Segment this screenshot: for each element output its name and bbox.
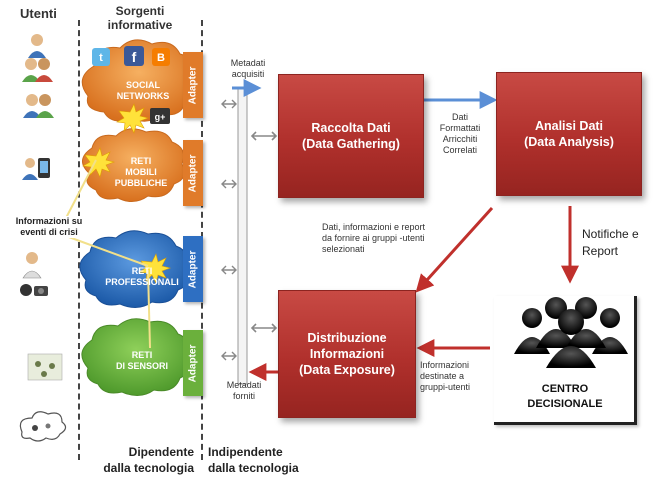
google-plus-icon: g+ xyxy=(150,108,170,124)
adapter-sensors: Adapter xyxy=(183,330,203,396)
bus-link-gathering xyxy=(250,131,278,141)
decision-center-label: CENTRO DECISIONALE xyxy=(527,383,603,410)
cloud-mobile-networks xyxy=(82,128,186,202)
alert-burst-icon-3 xyxy=(138,253,172,284)
adapter-link-4 xyxy=(221,351,237,361)
groups-data-label: Dati, informazioni e report da fornire a… xyxy=(322,222,426,254)
tech-independent-label: Indipendente dalla tecnologia xyxy=(208,445,299,475)
destined-info-label: Informazioni destinate a gruppi-utenti xyxy=(420,360,471,392)
lightning-line-2 xyxy=(65,235,149,267)
mobile-user-icon xyxy=(22,158,50,180)
user-group-icon-2 xyxy=(23,94,54,118)
crisis-info-note: Informazioni su eventi di crisi xyxy=(6,216,92,238)
cloud-label-sensors: RETI DI SENSORI xyxy=(115,350,168,371)
twitter-icon: t xyxy=(92,48,110,66)
analysis-to-exposure-arrow xyxy=(415,206,494,293)
decision-center-frame xyxy=(494,296,637,425)
adapter-link-2 xyxy=(221,179,237,189)
svg-text:g+: g+ xyxy=(155,112,166,122)
adapter-mobile: Adapter xyxy=(183,140,203,206)
adapter-link-1 xyxy=(221,99,237,109)
metadata-bus xyxy=(237,87,248,385)
professional-user-icon xyxy=(20,252,48,296)
svg-text:f: f xyxy=(132,49,137,65)
cloud-label-mobile: RETI MOBILI PUBBLICHE xyxy=(114,156,168,188)
cloud-label-professional: RETI PROFESSIONALI xyxy=(105,266,179,287)
svg-text:B: B xyxy=(157,52,165,64)
lightning-line-3 xyxy=(147,269,151,349)
metadata-provided-label: Metadati forniti xyxy=(226,380,262,401)
adapter-social: Adapter xyxy=(183,52,203,118)
blogger-icon: B xyxy=(152,48,170,66)
bus-link-exposure xyxy=(250,323,278,333)
data-gathering-box: Raccolta Dati (Data Gathering) xyxy=(278,74,424,198)
cloud-label-social: SOCIAL NETWORKS xyxy=(116,80,170,101)
thought-cloud-icon xyxy=(19,411,67,442)
notifications-label: Notifiche e Report xyxy=(582,227,639,258)
adapter-link-3 xyxy=(221,265,237,275)
facebook-icon: f xyxy=(124,46,144,66)
svg-text:t: t xyxy=(99,52,103,64)
sensor-icon xyxy=(27,353,63,381)
user-group-icon-1 xyxy=(22,34,53,82)
alert-burst-icon-1 xyxy=(116,103,150,134)
formatted-data-label: Dati Formattati Arricchiti Correlati xyxy=(439,112,481,155)
metadata-acquired-label: Metadati acquisiti xyxy=(230,58,266,79)
sources-header: Sorgenti informative xyxy=(107,4,173,32)
data-exposure-box: Distribuzione Informazioni (Data Exposur… xyxy=(278,290,416,418)
tech-dependent-label: Dipendente dalla tecnologia xyxy=(103,445,194,475)
adapter-professional: Adapter xyxy=(183,236,203,302)
decision-center-people-icon xyxy=(514,297,628,368)
data-analysis-box: Analisi Dati (Data Analysis) xyxy=(496,72,642,196)
lightning-line-1 xyxy=(65,159,97,219)
users-header: Utenti xyxy=(20,6,57,21)
